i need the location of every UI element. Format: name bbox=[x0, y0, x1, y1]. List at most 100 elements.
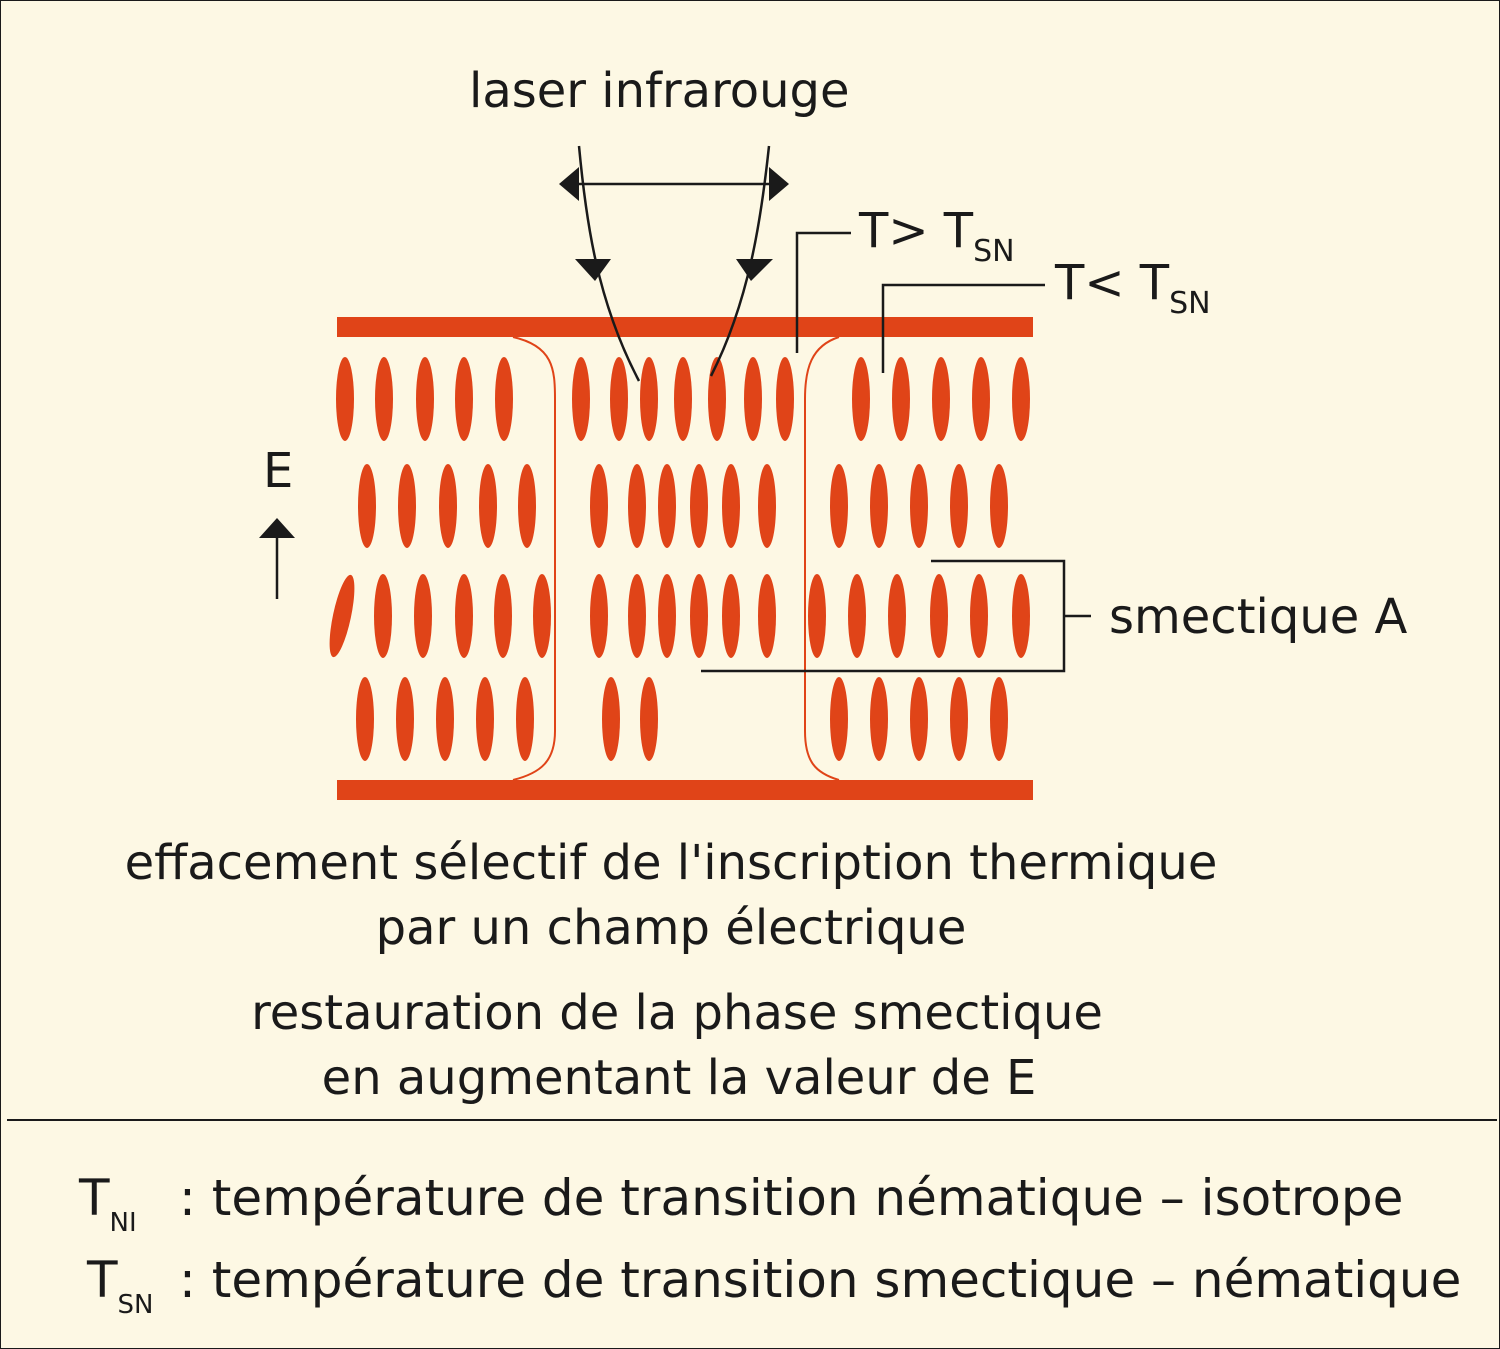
molecule-rod bbox=[374, 574, 392, 658]
legend-text-tni: : température de transition nématique – … bbox=[179, 1169, 1404, 1227]
molecule-rod bbox=[830, 464, 848, 548]
t-greater-label: T> TSN bbox=[859, 207, 1015, 267]
molecule-rod bbox=[1012, 574, 1030, 658]
molecule-rod bbox=[495, 357, 513, 441]
molecule-rod bbox=[970, 574, 988, 658]
molecule-rod bbox=[628, 574, 646, 658]
molecule-rod bbox=[744, 357, 762, 441]
molecule-rod bbox=[910, 464, 928, 548]
legend-symbol-letter: T bbox=[87, 1251, 118, 1309]
field-arrow-head bbox=[259, 518, 295, 538]
molecule-rod bbox=[640, 677, 658, 761]
laser-arrowhead-right bbox=[736, 259, 773, 281]
molecule-rod bbox=[396, 677, 414, 761]
molecule-rod bbox=[590, 574, 608, 658]
molecule-rod bbox=[972, 357, 990, 441]
molecule-rod bbox=[990, 464, 1008, 548]
laser-arrowhead-left bbox=[575, 259, 611, 281]
molecule-rod bbox=[329, 574, 355, 658]
caption-line-2: par un champ électrique bbox=[375, 900, 967, 956]
molecule-rod bbox=[356, 677, 374, 761]
molecule-rod bbox=[439, 464, 457, 548]
t-greater-leader bbox=[795, 231, 851, 353]
caption-line-4: en augmentant la valeur de E bbox=[321, 1050, 1037, 1106]
legend-symbol-tsn: TSN bbox=[87, 1251, 179, 1320]
molecule-rod bbox=[1012, 357, 1030, 441]
legend-divider bbox=[7, 1119, 1497, 1121]
molecule-rod bbox=[930, 574, 948, 658]
molecule-rod bbox=[658, 464, 676, 548]
molecule-rod bbox=[640, 357, 658, 441]
molecule-rod bbox=[416, 357, 434, 441]
legend-symbol-tni: TNI bbox=[79, 1169, 179, 1238]
molecule-rod bbox=[722, 574, 740, 658]
molecule-rod bbox=[910, 677, 928, 761]
top-electrode-plate bbox=[337, 317, 1033, 337]
molecule-rod bbox=[852, 357, 870, 441]
molecule-rod bbox=[848, 574, 866, 658]
molecule-rod bbox=[518, 464, 536, 548]
molecule-rod bbox=[950, 677, 968, 761]
legend-symbol-subscript: NI bbox=[109, 1208, 137, 1238]
molecule-rod bbox=[375, 357, 393, 441]
t-less-subscript: SN bbox=[1169, 286, 1211, 321]
molecule-rod bbox=[830, 677, 848, 761]
left-phase-boundary bbox=[512, 336, 556, 781]
molecule-rod bbox=[990, 677, 1008, 761]
molecule-rod bbox=[590, 464, 608, 548]
molecule-rod bbox=[476, 677, 494, 761]
molecule-rod bbox=[533, 574, 551, 658]
molecule-rod bbox=[690, 464, 708, 548]
laser-label: laser infrarouge bbox=[469, 63, 850, 119]
molecule-rod bbox=[455, 357, 473, 441]
beam-width-arrow-left bbox=[559, 167, 579, 201]
right-phase-boundary bbox=[804, 336, 840, 781]
molecule-rod bbox=[610, 357, 628, 441]
molecule-rod bbox=[658, 574, 676, 658]
legend-symbol-letter: T bbox=[79, 1169, 110, 1227]
smectic-bracket bbox=[701, 559, 1066, 673]
legend-row-tsn: TSN: température de transition smectique… bbox=[87, 1251, 1462, 1320]
molecule-rod bbox=[690, 574, 708, 658]
molecule-rod bbox=[870, 464, 888, 548]
t-less-text: T< T bbox=[1055, 255, 1170, 311]
molecule-layers bbox=[329, 357, 1030, 761]
molecule-rod bbox=[414, 574, 432, 658]
molecule-rod bbox=[572, 357, 590, 441]
caption-line-3: restauration de la phase smectique bbox=[251, 985, 1103, 1041]
molecule-rod bbox=[808, 574, 826, 658]
molecule-rod bbox=[602, 677, 620, 761]
molecule-rod bbox=[950, 464, 968, 548]
smectic-label: smectique A bbox=[1109, 589, 1408, 645]
molecule-rod bbox=[892, 357, 910, 441]
legend-text-tsn: : température de transition smectique – … bbox=[179, 1251, 1462, 1309]
molecule-rod bbox=[888, 574, 906, 658]
bottom-electrode-plate bbox=[337, 780, 1033, 800]
molecule-rod bbox=[932, 357, 950, 441]
beam-width-arrow-right bbox=[769, 167, 789, 201]
molecule-rod bbox=[336, 357, 354, 441]
molecule-rod bbox=[758, 574, 776, 658]
molecule-rod bbox=[708, 357, 726, 441]
t-less-leader bbox=[881, 283, 1045, 373]
molecule-rod bbox=[776, 357, 794, 441]
molecule-rod bbox=[479, 464, 497, 548]
molecule-rod bbox=[358, 464, 376, 548]
molecule-rod bbox=[398, 464, 416, 548]
molecule-rod bbox=[628, 464, 646, 548]
molecule-rod bbox=[758, 464, 776, 548]
molecule-rod bbox=[494, 574, 512, 658]
molecule-rod bbox=[455, 574, 473, 658]
liquid-crystal-diagram bbox=[259, 145, 1091, 800]
caption-line-1: effacement sélectif de l'inscription the… bbox=[124, 835, 1218, 891]
molecule-rod bbox=[436, 677, 454, 761]
molecule-rod bbox=[870, 677, 888, 761]
molecule-rod bbox=[722, 464, 740, 548]
t-greater-text: T> T bbox=[859, 203, 974, 259]
t-greater-subscript: SN bbox=[973, 234, 1015, 269]
field-label: E bbox=[263, 443, 294, 499]
t-less-label: T< TSN bbox=[1055, 259, 1211, 319]
molecule-rod bbox=[516, 677, 534, 761]
legend-symbol-subscript: SN bbox=[117, 1290, 154, 1320]
